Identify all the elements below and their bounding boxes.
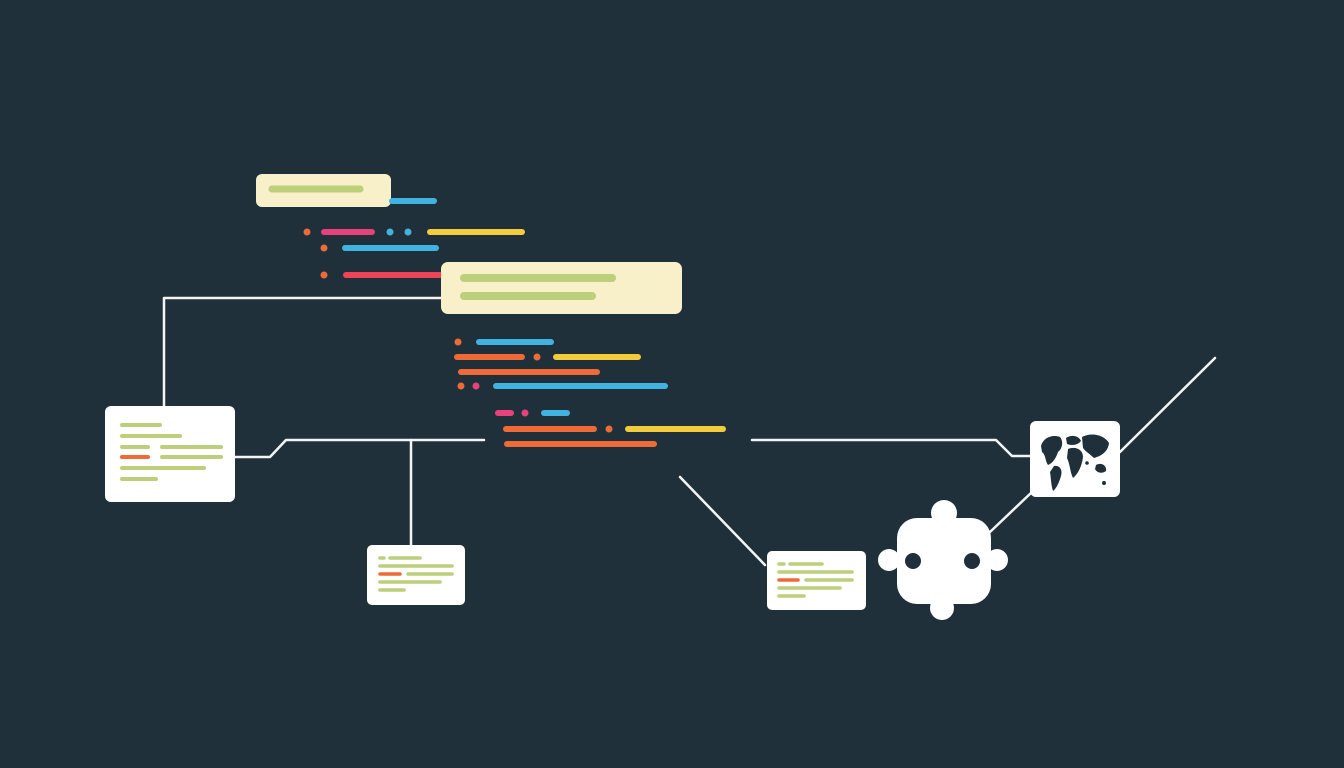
- highlight-block-large: [441, 262, 682, 314]
- continent-south-america: [1050, 465, 1062, 491]
- continent-africa: [1067, 447, 1083, 478]
- continent-australia: [1095, 463, 1107, 473]
- puzzle-tab-left: [878, 549, 900, 571]
- connector-left-mid: [232, 438, 486, 459]
- puzzle-hole-right: [964, 553, 980, 569]
- code-dot: [533, 353, 541, 361]
- connectors: [162, 296, 1217, 567]
- code-dot: [320, 244, 328, 252]
- code-dot: [605, 425, 613, 433]
- code-dot: [454, 338, 462, 346]
- connector-left-top: [162, 296, 444, 408]
- code-dot: [521, 409, 529, 417]
- code-dot: [320, 271, 328, 279]
- continent-north-america: [1041, 436, 1063, 465]
- connector-right-mid: [750, 438, 1032, 458]
- puzzle-tab-top: [931, 500, 957, 526]
- island: [1085, 461, 1089, 465]
- puzzle-tab-bottom: [930, 596, 954, 620]
- highlight-card: [441, 262, 682, 314]
- document-card-bottom: [367, 545, 465, 605]
- puzzle-hole-left: [905, 553, 921, 569]
- code-dot: [386, 228, 394, 236]
- code-dot: [404, 228, 412, 236]
- card-lines: [120, 423, 223, 481]
- document-card-right: [767, 551, 866, 610]
- world-map-icon: [1030, 421, 1120, 497]
- island: [1102, 481, 1106, 485]
- puzzle-body: [897, 518, 991, 604]
- continent-europe: [1066, 435, 1081, 445]
- code-snippet-center: [454, 338, 726, 447]
- puzzle-piece-icon: [878, 500, 1008, 620]
- code-snippet-top: [256, 174, 525, 279]
- code-dot: [472, 382, 480, 390]
- connector-globe-out: [1118, 356, 1217, 454]
- document-card-left: [105, 406, 235, 502]
- map-continents: [1041, 434, 1109, 491]
- card-body: [105, 406, 235, 502]
- card-lines: [378, 556, 454, 592]
- code-dot: [457, 382, 465, 390]
- continent-asia: [1082, 434, 1109, 458]
- connector-puzzle-globe: [988, 490, 1034, 534]
- card-lines: [777, 562, 854, 598]
- connector-diagonal-card: [678, 475, 767, 567]
- code-dot: [303, 228, 311, 236]
- puzzle-tab-right: [986, 549, 1008, 571]
